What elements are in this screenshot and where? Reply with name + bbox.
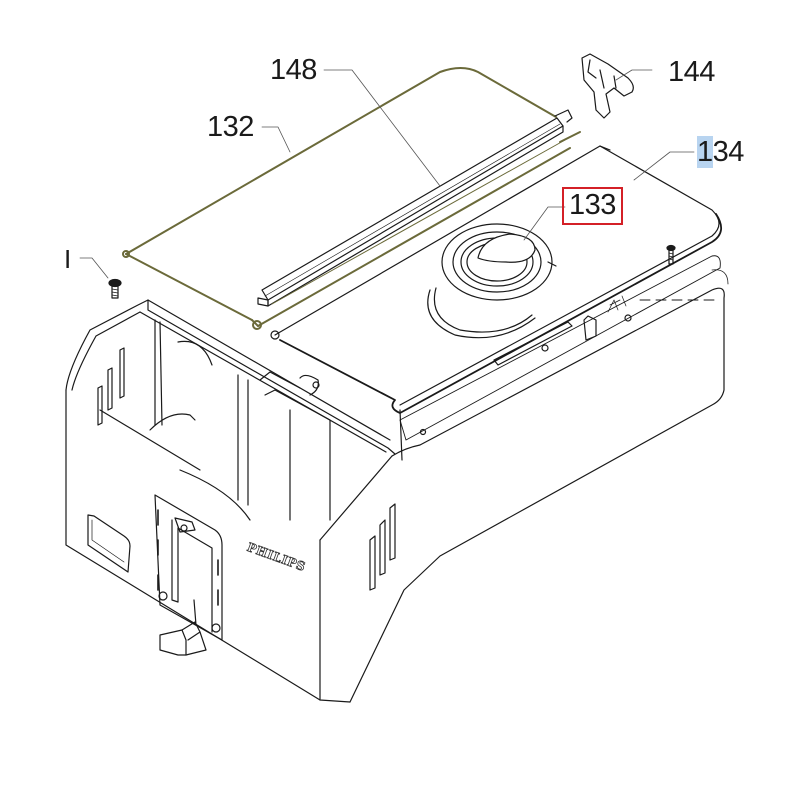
round-cap-part-133 <box>427 223 557 339</box>
callout-148: 148 <box>270 54 317 86</box>
callout-134: 134 <box>697 136 745 168</box>
latch-clip-part-144 <box>581 53 634 119</box>
callout-I: I <box>64 244 71 274</box>
leader-lines <box>79 69 695 279</box>
wire-frame-lid-part-132 <box>122 67 581 330</box>
callout-134-selected-digit: 1 <box>697 136 713 168</box>
screw-part-I <box>108 278 122 299</box>
callout-134-rest: 34 <box>712 136 745 168</box>
callout-133-highlighted[interactable]: 133 <box>562 187 623 225</box>
screw-right <box>666 244 676 265</box>
callout-144: 144 <box>668 56 715 88</box>
callout-132: 132 <box>207 111 254 143</box>
mounting-bracket-plate <box>154 494 223 656</box>
main-housing-body <box>65 255 729 703</box>
drip-rail-part-148 <box>257 109 573 307</box>
